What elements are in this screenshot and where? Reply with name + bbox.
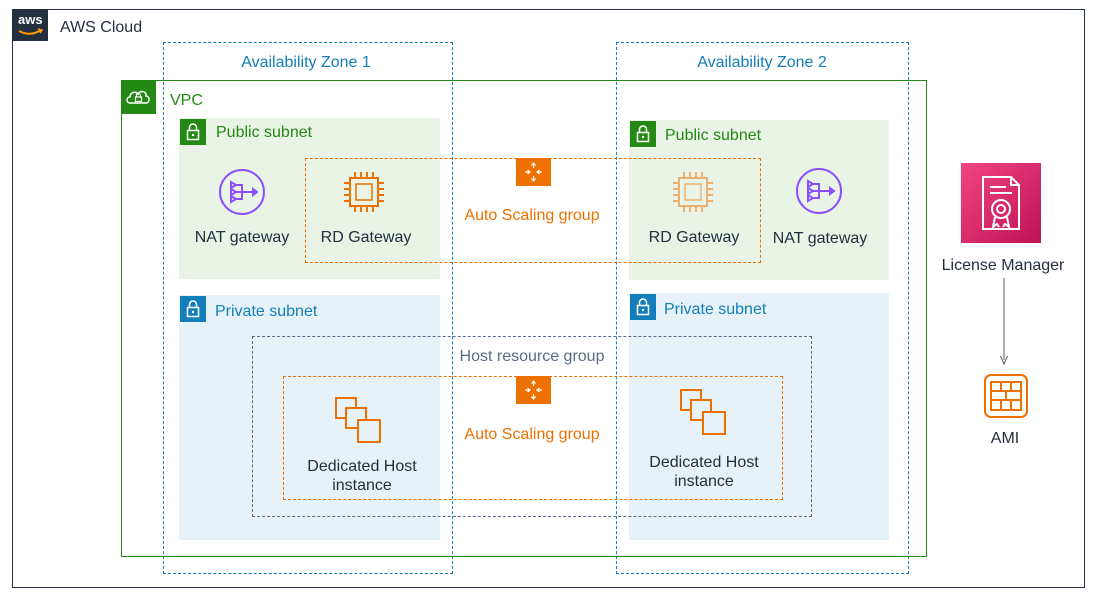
public-subnet-2-lock-icon	[630, 121, 656, 147]
host-resource-group	[252, 336, 812, 517]
rd-gateway-2-label: RD Gateway	[648, 229, 740, 246]
private-subnet-2	[629, 293, 889, 540]
public-auto-scaling-icon	[516, 158, 551, 186]
availability-zone-1-label: Availability Zone 1	[241, 54, 371, 71]
dedicated-host-1-line2: instance	[332, 477, 392, 494]
ami-label: AMI	[990, 430, 1020, 447]
dedicated-host-2-line2: instance	[674, 473, 734, 490]
dedicated-host-1-line1: Dedicated Host	[307, 458, 417, 475]
ami-icon	[983, 373, 1029, 419]
vpc-cloud-icon	[121, 81, 156, 114]
availability-zone-2	[616, 42, 909, 574]
aws-cloud-label: AWS Cloud	[60, 19, 143, 36]
availability-zone-2-label: Availability Zone 2	[697, 54, 827, 71]
dedicated-host-2-line1: Dedicated Host	[649, 454, 759, 471]
private-subnet-2-label: Private subnet	[664, 301, 767, 318]
public-subnet-1-label: Public subnet	[216, 124, 313, 141]
nat-gateway-2-label: NAT gateway	[772, 230, 868, 247]
private-subnet-2-lock-icon	[630, 294, 656, 320]
public-subnet-1	[179, 118, 440, 279]
public-subnet-2-label: Public subnet	[665, 127, 762, 144]
nat-gateway-1-label: NAT gateway	[194, 229, 290, 246]
public-auto-scaling-label: Auto Scaling group	[464, 207, 600, 224]
private-auto-scaling-icon	[516, 376, 551, 404]
rd-gateway-1-icon	[341, 169, 387, 215]
public-subnet-1-lock-icon	[180, 119, 206, 145]
dedicated-host-1-icon	[334, 396, 382, 444]
nat-gateway-2-icon	[795, 167, 843, 215]
dedicated-host-2-icon	[679, 388, 727, 436]
availability-zone-1	[163, 42, 453, 574]
public-subnet-2	[629, 120, 889, 280]
private-subnet-1-label: Private subnet	[215, 303, 318, 320]
license-to-ami-arrow	[998, 278, 1010, 366]
license-manager-label: License Manager	[941, 257, 1065, 274]
host-resource-group-label: Host resource group	[459, 348, 605, 365]
nat-gateway-1-icon	[218, 168, 266, 216]
vpc-label: VPC	[170, 92, 203, 109]
license-manager-icon	[961, 163, 1041, 243]
rd-gateway-1-label: RD Gateway	[320, 229, 412, 246]
vpc-group	[121, 80, 927, 557]
private-auto-scaling-label: Auto Scaling group	[464, 426, 600, 443]
aws-logo-text: aws	[18, 12, 43, 27]
private-subnet-1-lock-icon	[180, 296, 206, 322]
aws-logo-icon: aws	[12, 9, 48, 41]
rd-gateway-2-icon	[670, 169, 716, 215]
aws-cloud-group	[12, 9, 1085, 588]
